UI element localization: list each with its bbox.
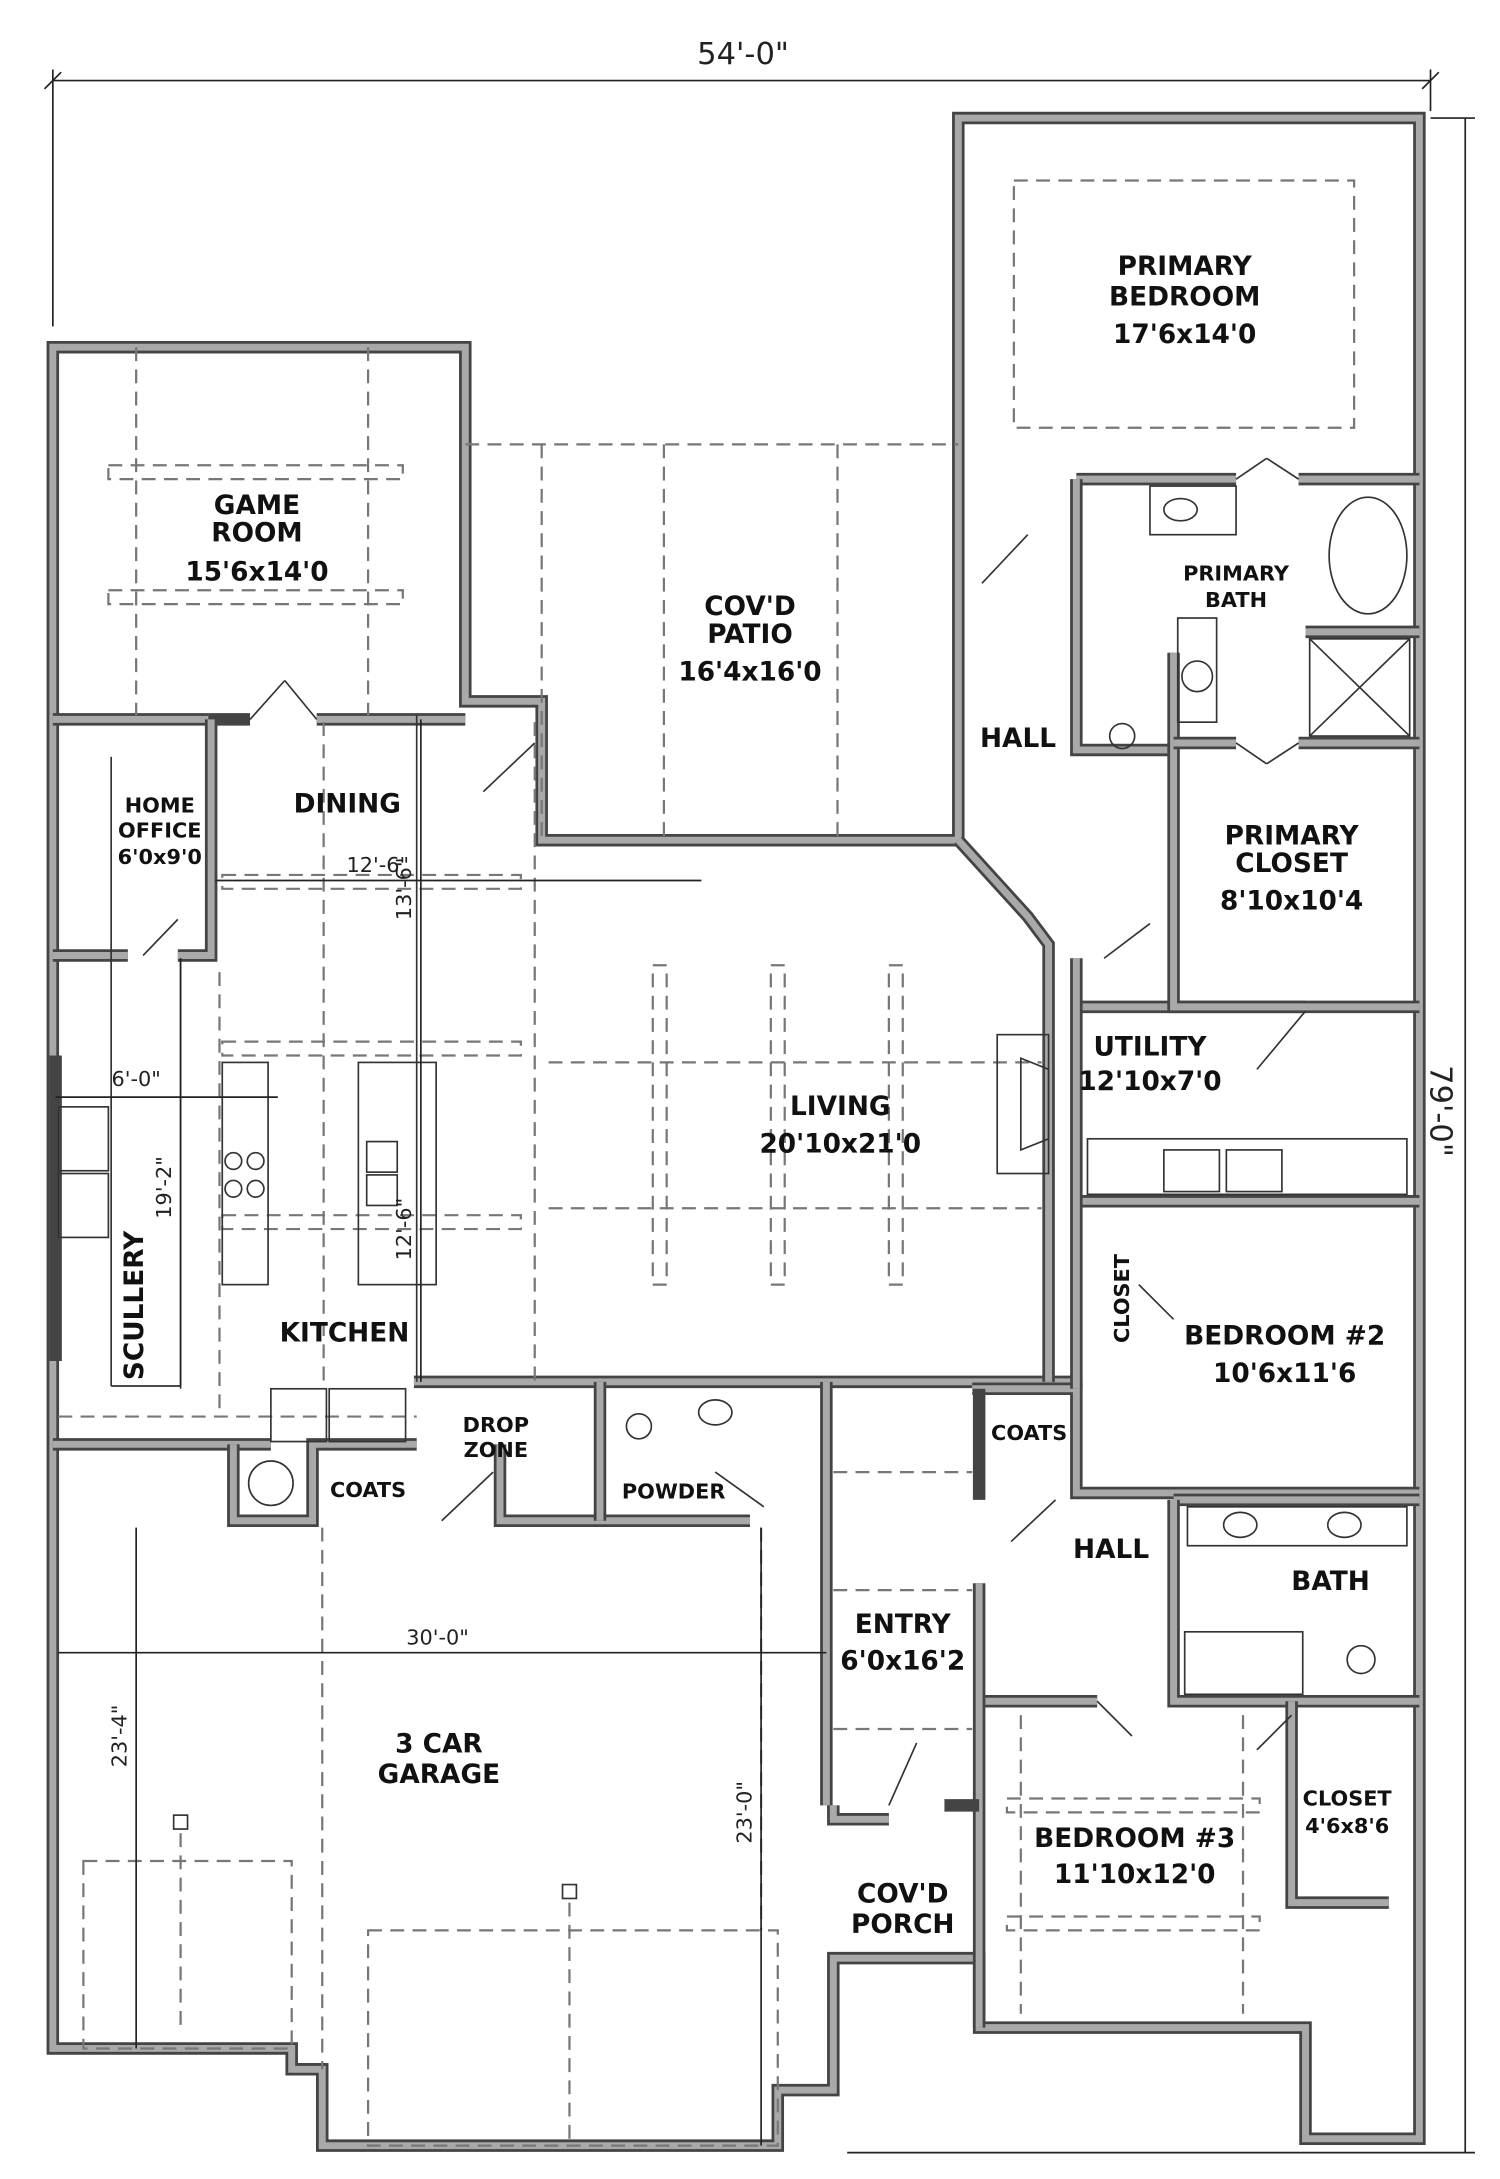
powder-sink-icon [697, 1399, 733, 1426]
svg-text:GARAGE: GARAGE [378, 1760, 500, 1790]
bath-tub-icon [1183, 1630, 1304, 1696]
toilet-icon [1108, 722, 1136, 750]
water-heater-icon [247, 1460, 294, 1507]
room-hall-upper: HALL [980, 724, 1056, 754]
svg-text:GAME: GAME [214, 491, 300, 521]
svg-text:ENTRY: ENTRY [855, 1610, 952, 1640]
garage-width-dim: 30'-0" [406, 1625, 469, 1649]
room-living: LIVING 20'10x21'0 [759, 1092, 921, 1159]
shower-icon [1308, 638, 1411, 737]
room-bath: BATH [1291, 1567, 1370, 1597]
room-kitchen: KITCHEN [280, 1319, 410, 1349]
room-bed2-closet: CLOSET [1110, 1253, 1134, 1343]
svg-text:10'6x11'6: 10'6x11'6 [1213, 1359, 1356, 1389]
svg-text:17'6x14'0: 17'6x14'0 [1113, 320, 1256, 350]
svg-text:ROOM: ROOM [211, 519, 302, 549]
svg-text:4'6x8'6: 4'6x8'6 [1305, 1814, 1389, 1838]
overall-dimensions: 54'-0" 79'-0" [43, 37, 1475, 2154]
svg-text:BEDROOM #3: BEDROOM #3 [1034, 1824, 1235, 1854]
fireplace-icon [996, 1033, 1050, 1175]
svg-text:OFFICE: OFFICE [118, 818, 201, 842]
room-scullery: SCULLERY [120, 1230, 150, 1380]
svg-text:COV'D: COV'D [857, 1880, 948, 1910]
svg-text:DROP: DROP [463, 1413, 529, 1437]
cooktop-icon [224, 1151, 265, 1198]
sink-icon [365, 1140, 399, 1207]
svg-text:PRIMARY: PRIMARY [1183, 562, 1290, 586]
room-powder: POWDER [622, 1479, 726, 1503]
svg-text:PORCH: PORCH [851, 1910, 955, 1940]
kitchen-island [357, 1061, 437, 1286]
scullery-length-dim: 19'-2" [152, 1156, 176, 1219]
room-coats-left: COATS [330, 1478, 406, 1502]
interior-walls [49, 472, 1420, 2028]
bath-vanity [1186, 1505, 1408, 1547]
interior-dimensions: 12'-6" 13'-6" 6'-0" 19'-2" 12'-6" 30'-0"… [55, 719, 827, 2146]
svg-text:ZONE: ZONE [464, 1438, 528, 1462]
room-coats-right: COATS [991, 1421, 1067, 1445]
svg-text:BATH: BATH [1205, 588, 1267, 612]
svg-text:BEDROOM: BEDROOM [1109, 283, 1260, 313]
svg-text:16'4x16'0: 16'4x16'0 [678, 658, 821, 688]
scullery-appliance [57, 1106, 110, 1172]
room-bed3-closet: CLOSET 4'6x8'6 [1303, 1786, 1393, 1838]
dining-width-dim: 12'-6" [347, 853, 410, 877]
svg-text:11'10x12'0: 11'10x12'0 [1054, 1860, 1216, 1890]
vanity-sink-icon [1149, 485, 1237, 536]
svg-text:CLOSET: CLOSET [1303, 1786, 1393, 1810]
bathtub-icon [1328, 496, 1408, 615]
svg-text:6'0x16'2: 6'0x16'2 [840, 1646, 965, 1676]
room-bedroom-3: BEDROOM #3 11'10x12'0 [1034, 1824, 1235, 1890]
garage-depth-right-dim: 23'-0" [732, 1781, 756, 1844]
garage-depth-left-dim: 23'-4" [107, 1705, 131, 1768]
room-dining: DINING [294, 789, 401, 819]
overall-width-label: 54'-0" [697, 37, 789, 72]
svg-text:LIVING: LIVING [790, 1092, 891, 1122]
overall-depth-label: 79'-0" [1423, 1065, 1458, 1157]
svg-text:20'10x21'0: 20'10x21'0 [759, 1130, 921, 1160]
svg-text:PRIMARY: PRIMARY [1118, 252, 1253, 282]
svg-text:PRIMARY: PRIMARY [1225, 821, 1360, 851]
svg-text:6'0x9'0: 6'0x9'0 [118, 845, 202, 869]
svg-text:PATIO: PATIO [707, 620, 793, 650]
washer-icon [1163, 1149, 1221, 1193]
svg-text:15'6x14'0: 15'6x14'0 [185, 558, 328, 588]
svg-text:CLOSET: CLOSET [1235, 849, 1348, 879]
svg-text:HOME: HOME [125, 793, 195, 817]
svg-text:UTILITY: UTILITY [1094, 1032, 1208, 1062]
svg-text:12'10x7'0: 12'10x7'0 [1078, 1067, 1221, 1097]
counter [270, 1387, 328, 1443]
svg-text:COV'D: COV'D [704, 592, 795, 622]
doors [142, 457, 1307, 1806]
range-counter [221, 1061, 269, 1286]
powder-toilet-icon [625, 1412, 653, 1440]
dining-depth-dim: 13'-6" [392, 858, 416, 921]
room-entry: ENTRY 6'0x16'2 [840, 1610, 965, 1676]
scullery-width-dim: 6'-0" [111, 1067, 160, 1091]
island-length-dim: 12'-6" [392, 1198, 416, 1261]
dryer-icon [1225, 1149, 1283, 1193]
bath-toilet-icon [1346, 1644, 1376, 1675]
room-hall-lower: HALL [1073, 1535, 1149, 1565]
room-utility: UTILITY 12'10x7'0 [1078, 1032, 1221, 1097]
svg-text:3 CAR: 3 CAR [395, 1730, 483, 1760]
svg-text:8'10x10'4: 8'10x10'4 [1220, 887, 1363, 917]
room-bedroom-2: BEDROOM #2 10'6x11'6 [1184, 1321, 1385, 1388]
svg-text:BEDROOM #2: BEDROOM #2 [1184, 1321, 1385, 1351]
